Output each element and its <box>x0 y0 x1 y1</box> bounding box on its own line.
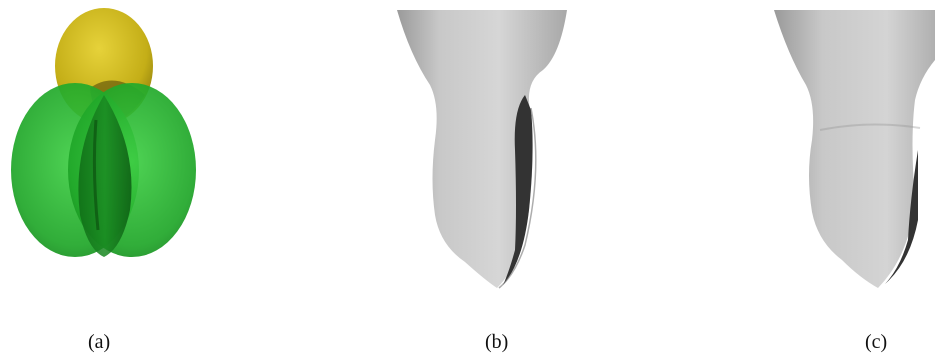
surface-body-b <box>397 10 567 288</box>
caption-a: (a) <box>88 331 110 354</box>
surface-body-c <box>774 10 935 288</box>
surface-model-panel-c <box>760 0 935 300</box>
surface-model-graphic-c <box>760 0 935 300</box>
surface-model-graphic-b <box>385 0 585 300</box>
caption-c: (c) <box>865 331 887 354</box>
caption-b: (b) <box>485 331 508 354</box>
ellipsoid-model-graphic <box>0 0 210 270</box>
ellipsoid-model-panel <box>0 0 210 270</box>
surface-model-panel-b <box>385 0 585 300</box>
